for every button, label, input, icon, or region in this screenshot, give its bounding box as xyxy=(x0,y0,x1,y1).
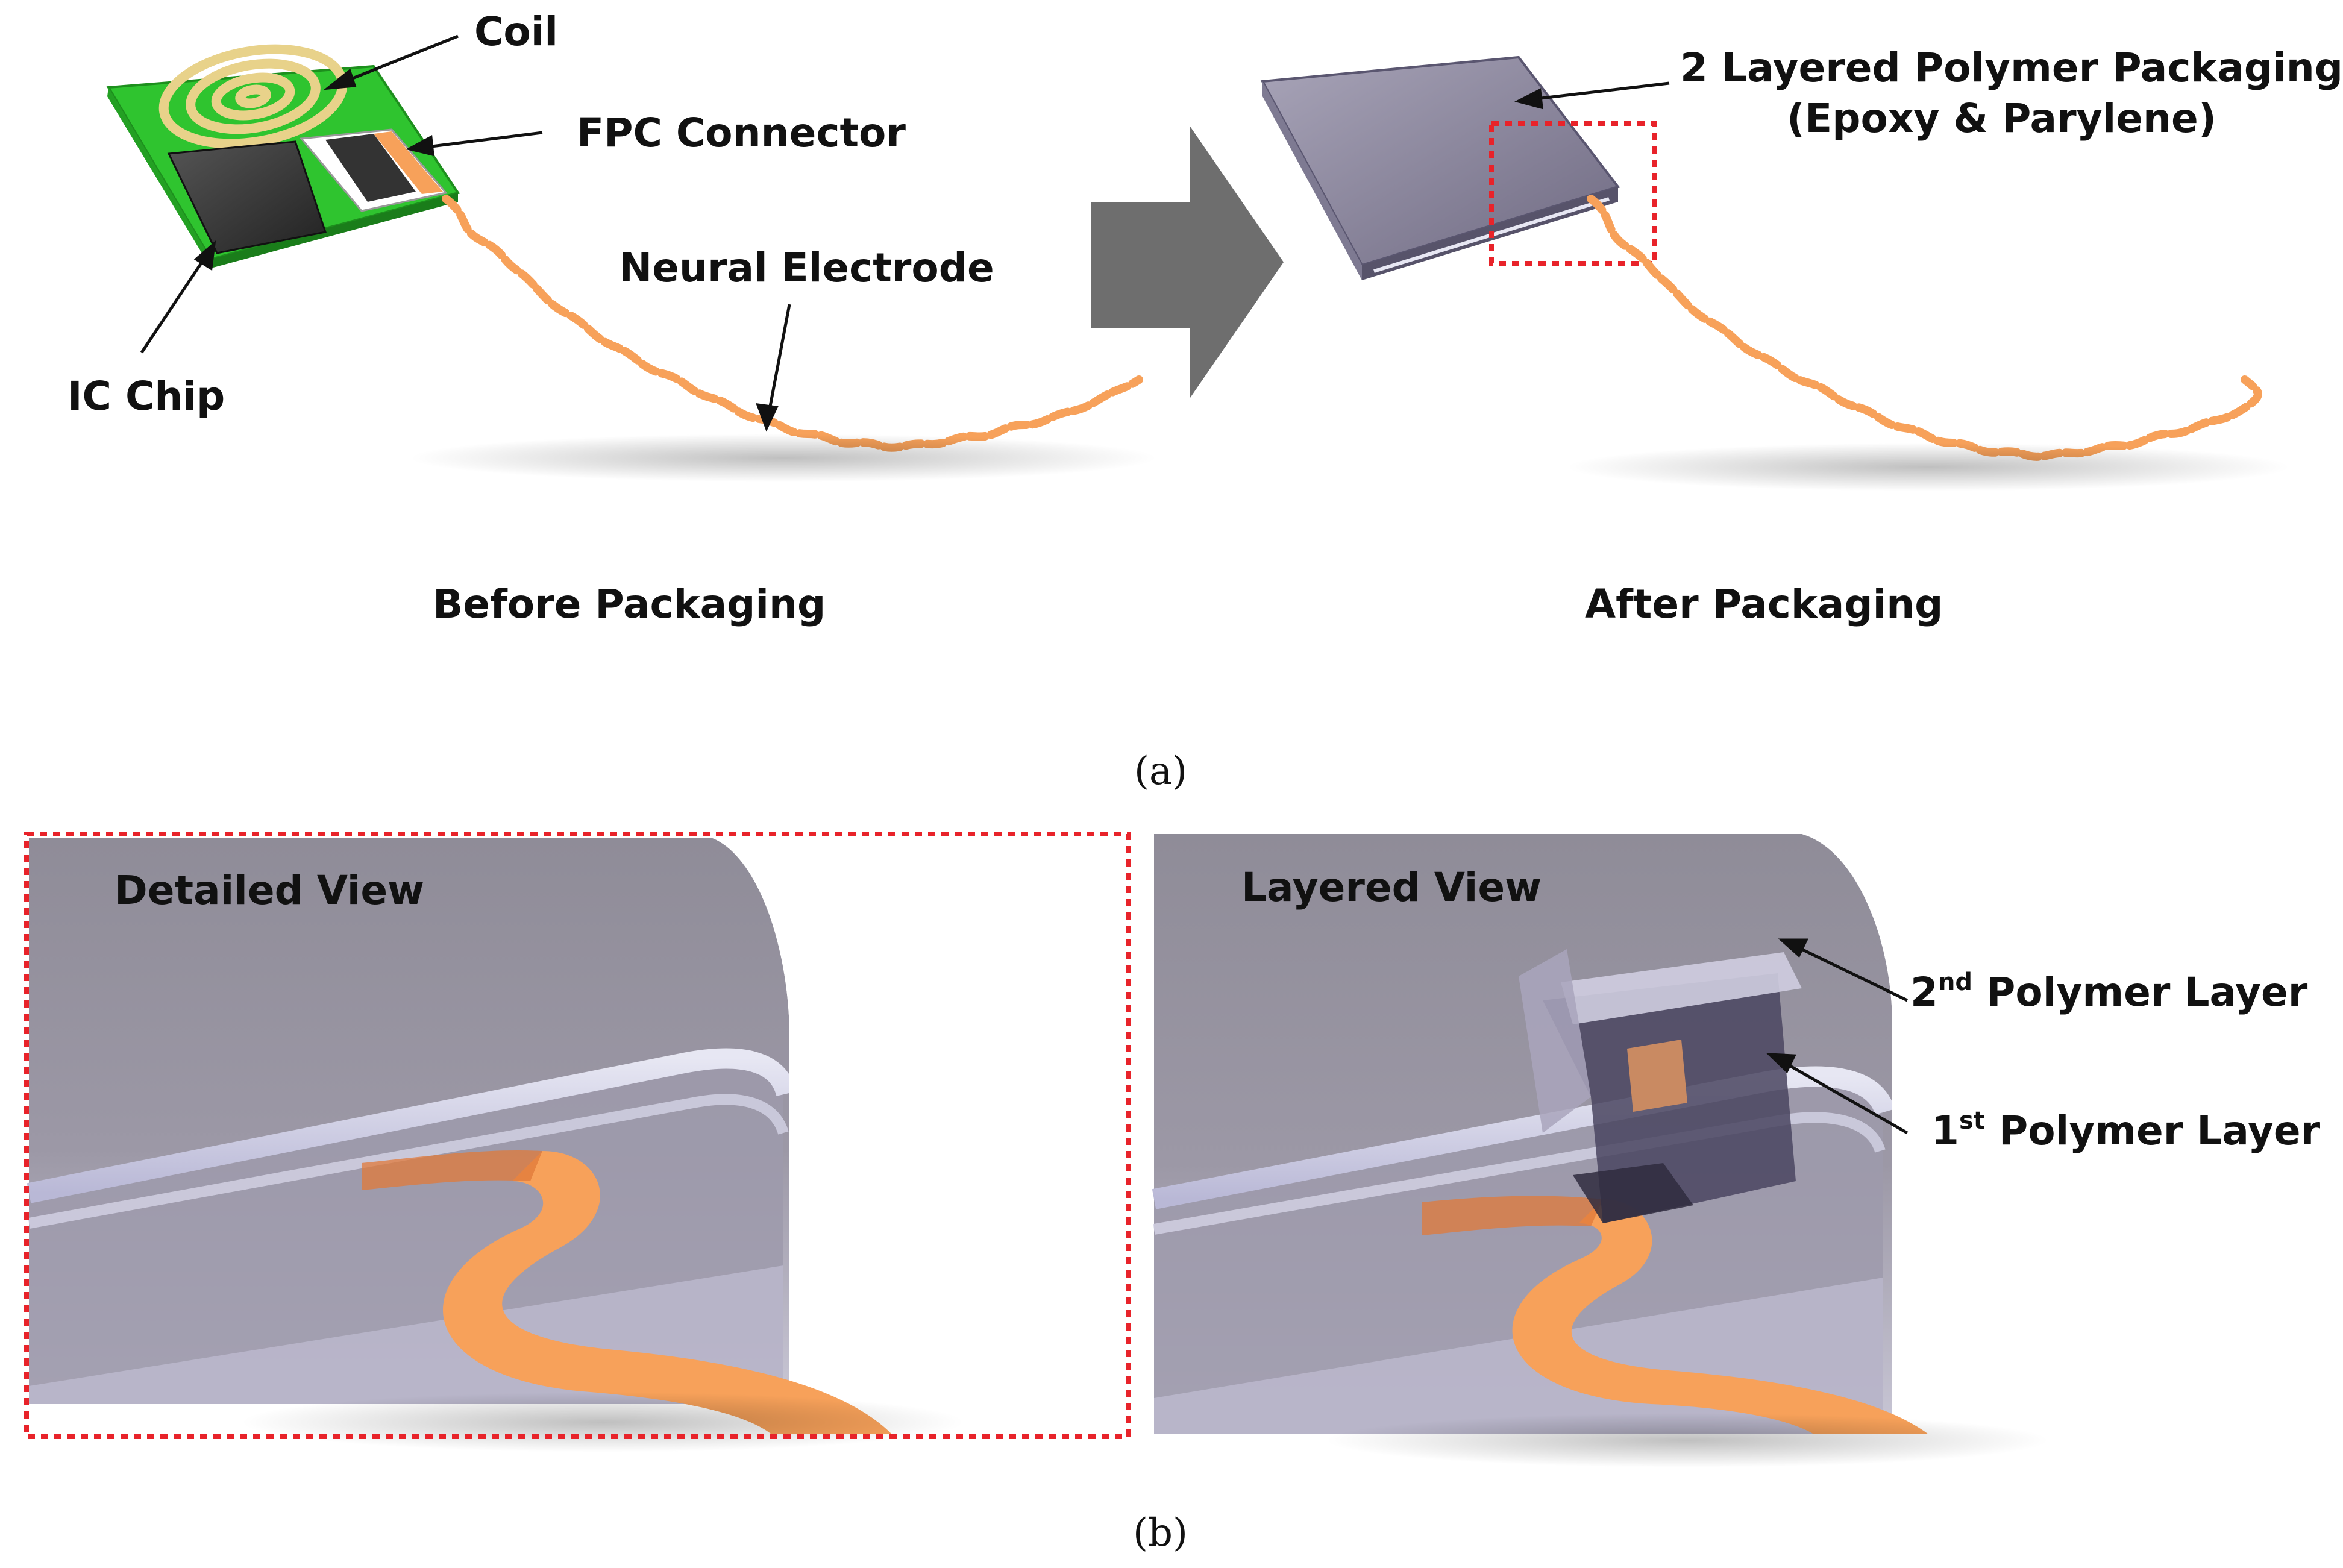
label-packaging-line1: 2 Layered Polymer Packaging xyxy=(1680,45,2343,91)
detail-highlight-box xyxy=(1489,121,1657,266)
first-polymer-layer-label: 1st Polymer Layer xyxy=(1931,1107,2321,1154)
after-packaging-title: After Packaging xyxy=(1585,581,1943,627)
layered-view-panel xyxy=(1152,834,2283,1467)
neural-electrode-before xyxy=(442,195,1143,452)
electrode-shadow-before xyxy=(410,434,1157,482)
detailed-view-panel xyxy=(27,838,1127,1452)
detailed-view-frame xyxy=(24,832,1131,1439)
second-polymer-layer-label: 2nd Polymer Layer xyxy=(1910,968,2308,1015)
figure-canvas xyxy=(24,34,2290,1467)
packaged-device xyxy=(1260,55,1620,280)
label-neural-electrode: Neural Electrode xyxy=(619,245,994,291)
annotation-arrow-packaging xyxy=(1514,81,1670,110)
ic-chip-block xyxy=(167,140,327,254)
detailed-view-label: Detailed View xyxy=(114,867,425,914)
electrode-shadow-after xyxy=(1567,443,2290,491)
neural-electrode-after xyxy=(1587,195,2262,461)
fpc-connector-block xyxy=(300,128,448,212)
label-fpc-connector: FPC Connector xyxy=(577,110,906,156)
layered-view-label: Layered View xyxy=(1241,864,1542,911)
annotation-arrows-left xyxy=(140,34,791,432)
annotation-arrows-layers xyxy=(1766,938,1909,1135)
before-packaging-title: Before Packaging xyxy=(433,581,826,627)
label-ic-chip: IC Chip xyxy=(67,373,225,419)
label-packaging-line2: (Epoxy & Parylene) xyxy=(1787,95,2216,142)
label-coil: Coil xyxy=(474,8,559,55)
caption-a: (a) xyxy=(1134,749,1188,794)
process-arrow-icon xyxy=(1091,127,1284,398)
caption-b: (b) xyxy=(1133,1511,1188,1555)
